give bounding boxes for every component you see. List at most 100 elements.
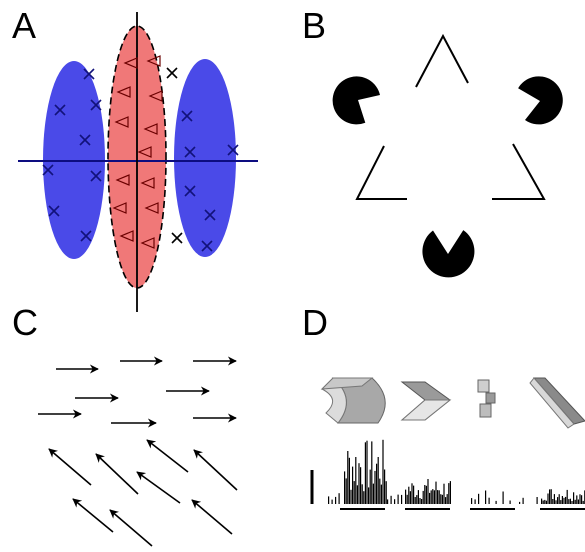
triangle-marker-icon	[114, 116, 129, 128]
histogram-bar	[382, 439, 384, 504]
panel-label-a: A	[12, 5, 37, 46]
histogram-bar	[344, 471, 346, 504]
arrow-icon	[48, 448, 92, 486]
histogram-bar	[335, 496, 337, 504]
histogram-bar	[553, 494, 555, 504]
blue-region-right	[174, 59, 236, 257]
histogram-bar	[448, 483, 450, 504]
histogram-bar	[406, 494, 408, 504]
cross-marker-icon	[166, 67, 178, 79]
triangle-marker-icon	[116, 86, 131, 98]
cross-marker-icon	[171, 232, 183, 244]
histogram-bar	[549, 489, 551, 504]
spike-histogram-icon	[328, 439, 585, 504]
cross-marker-icon	[48, 205, 60, 217]
histogram-bar	[443, 483, 445, 504]
histogram-bar	[495, 500, 497, 504]
histogram-bar	[371, 441, 373, 504]
arrow-icon	[146, 439, 189, 473]
histogram-bar	[488, 497, 490, 504]
histogram-bar	[563, 497, 565, 504]
cross-marker-icon	[54, 104, 66, 116]
histogram-bar	[566, 489, 568, 504]
histogram-bar	[408, 486, 410, 504]
pacman-inducer-icon	[518, 76, 563, 125]
3d-shape-icon	[400, 381, 452, 421]
cross-markers	[42, 67, 239, 252]
histogram-bar	[390, 495, 392, 504]
histogram-bar	[509, 500, 511, 504]
histogram-bar	[405, 489, 407, 504]
histogram-bar	[536, 497, 538, 504]
histogram-bar	[438, 490, 440, 504]
histogram-bar	[568, 499, 570, 504]
arrow-icon	[95, 453, 139, 495]
histogram-bar	[555, 500, 557, 504]
histogram-bar	[355, 457, 357, 504]
arrow-icon	[191, 499, 233, 535]
cross-marker-icon	[80, 230, 92, 242]
histogram-bar	[372, 483, 374, 504]
histogram-bar	[571, 501, 573, 504]
histogram-bar	[446, 494, 448, 504]
triangle-marker-icon	[144, 202, 159, 214]
histogram-bar	[565, 496, 567, 504]
histogram-bar	[328, 496, 330, 504]
histogram-bar	[433, 490, 435, 504]
histogram-bar	[573, 492, 575, 504]
histogram-bar	[385, 481, 387, 504]
histogram-bar	[397, 494, 399, 504]
histogram-bar	[413, 485, 415, 504]
panel-label-d: D	[302, 302, 328, 343]
triangle-marker-icon	[140, 237, 155, 249]
histogram-bar	[361, 484, 363, 504]
histogram-bar	[409, 491, 411, 504]
histogram-bar	[557, 497, 559, 504]
histogram-bar	[544, 499, 546, 504]
triangle-marker-icon	[123, 57, 138, 69]
histogram-bar	[574, 499, 576, 504]
triangle-marker-icon	[143, 123, 158, 135]
histogram-bar	[435, 481, 437, 504]
histogram-bar	[541, 498, 543, 504]
histogram-bar	[429, 492, 431, 504]
histogram-bar	[577, 499, 579, 504]
histogram-bar	[360, 467, 362, 504]
panel-c	[38, 356, 238, 547]
histogram-bar	[560, 500, 562, 504]
histogram-bar	[377, 457, 379, 504]
histogram-bar	[430, 490, 432, 504]
histogram-bar	[440, 494, 442, 504]
histogram-bar	[561, 496, 563, 504]
arrow-icon	[136, 471, 181, 504]
cross-marker-icon	[204, 209, 216, 221]
pacman-inducer-icon	[422, 230, 475, 278]
cross-marker-icon	[201, 240, 213, 252]
histogram-bar	[558, 494, 560, 504]
triangle-marker-icon	[115, 174, 130, 186]
histogram-bar	[411, 483, 413, 504]
histogram-bar	[363, 491, 365, 504]
histogram-bar	[579, 494, 581, 504]
histogram-bar	[419, 498, 421, 504]
histogram-bar	[345, 478, 347, 504]
panel-b	[332, 33, 563, 278]
histogram-bar	[519, 501, 521, 504]
triangle-corner-icon	[415, 33, 469, 88]
histogram-bar	[368, 487, 370, 504]
histogram-bar	[522, 497, 524, 504]
histogram-bar	[416, 495, 418, 504]
histogram-bar	[545, 500, 547, 504]
histogram-bar	[485, 490, 487, 504]
panel-d	[310, 377, 585, 510]
histogram-bar	[356, 485, 358, 504]
arrow-icon	[72, 498, 114, 533]
histogram-bar	[478, 493, 480, 504]
histogram-bar	[552, 499, 554, 504]
histogram-bar	[348, 457, 350, 504]
histogram-bar	[441, 494, 443, 504]
histogram-bar	[387, 499, 389, 504]
panel-a	[18, 12, 258, 312]
panel-label-c: C	[12, 302, 38, 343]
